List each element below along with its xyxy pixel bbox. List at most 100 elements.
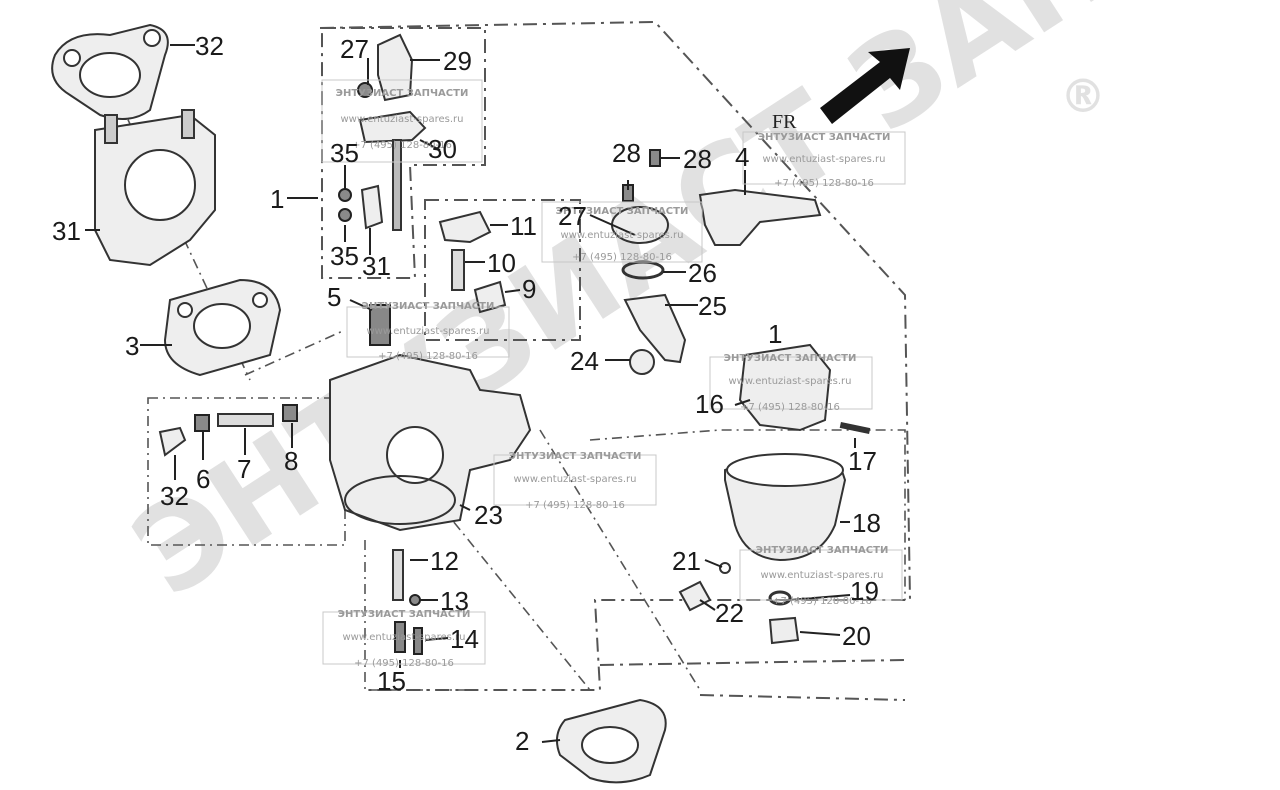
watermark-phone: +7 (495) 128-80-16 <box>740 402 840 413</box>
watermark-site: www.entuziast-spares.ru <box>728 376 851 387</box>
watermark-brand: ЭНТУЗИАСТ ЗАПЧАСТИ <box>509 451 642 462</box>
watermark-site: www.entuziast-spares.ru <box>760 570 883 581</box>
callout-1b: 1 <box>768 319 782 349</box>
callout-10: 10 <box>487 248 516 278</box>
callout-28b: 28 <box>612 138 641 168</box>
callout-28c: 28 <box>683 144 712 174</box>
watermark-phone: +7 (495) 128-80-16 <box>774 178 874 189</box>
watermark-box: ЭНТУЗИАСТ ЗАПЧАСТИ www.entuziast-spares.… <box>709 353 873 413</box>
callout-26: 26 <box>688 258 717 288</box>
body-bore <box>386 426 444 484</box>
screw-28c <box>649 149 661 167</box>
screw-35 <box>338 188 352 202</box>
callout-17: 17 <box>848 446 877 476</box>
callout-6: 6 <box>196 464 210 494</box>
watermark-site: www.entuziast-spares.ru <box>342 632 465 643</box>
callout-1: 1 <box>270 184 284 214</box>
jet-14a <box>394 621 406 653</box>
insulator-stud <box>104 114 118 144</box>
callout-24: 24 <box>570 346 599 376</box>
watermark-brand: ЭНТУЗИАСТ ЗАПЧАСТИ <box>336 88 469 99</box>
callout-11: 11 <box>510 211 537 241</box>
gasket-bore <box>193 303 251 349</box>
callout-30: 30 <box>428 134 457 164</box>
spring-6 <box>194 414 210 432</box>
callout-3: 3 <box>125 331 139 361</box>
choke-lever-29 <box>377 33 414 102</box>
leader-lines <box>85 44 856 743</box>
watermark-boxes: ЭНТУЗИАСТ ЗАПЧАСТИ www.entuziast-spares.… <box>321 79 906 669</box>
callout-16: 16 <box>695 389 724 419</box>
callout-23: 23 <box>474 500 503 530</box>
choke-plate-30 <box>358 110 427 144</box>
callouts: 32 31 3 1 27 29 30 35 35 31 31 11 10 9 5… <box>52 31 881 756</box>
watermark-phone: +7 (495) 128-80-16 <box>772 596 872 607</box>
callout-7: 7 <box>237 454 251 484</box>
direction-label: FR <box>772 111 797 133</box>
nut-24 <box>629 349 655 375</box>
outline-lower <box>364 540 470 691</box>
bolt-20 <box>768 616 800 645</box>
watermark-site: www.entuziast-spares.ru <box>762 154 885 165</box>
callout-33: 31 <box>52 216 81 246</box>
watermark-phone: +7 (495) 128-80-16 <box>354 658 454 669</box>
callout-21: 21 <box>672 546 701 576</box>
callout-4: 4 <box>735 142 749 172</box>
gasket-hole <box>143 29 161 47</box>
callout-8: 8 <box>284 446 298 476</box>
watermark-site: www.entuziast-spares.ru <box>560 230 683 241</box>
watermark-phone: +7 (495) 128-80-16 <box>572 252 672 263</box>
gasket-hole <box>177 302 193 318</box>
lever-4 <box>698 188 822 246</box>
outline-bottom-right <box>599 659 906 666</box>
watermark-brand: ЭНТУЗИАСТ ЗАПЧАСТИ <box>758 132 891 143</box>
watermark-brand: ЭНТУЗИАСТ ЗАПЧАСТИ <box>756 545 889 556</box>
watermark-box: ЭНТУЗИАСТ ЗАПЧАСТИ www.entuziast-spares.… <box>493 451 657 511</box>
valve-seat-11 <box>438 210 492 244</box>
choke-shaft <box>392 139 402 231</box>
insulator-bore <box>124 149 196 221</box>
callout-35: 35 <box>330 138 359 168</box>
callout-12: 12 <box>430 546 459 576</box>
gasket-hole <box>252 292 268 308</box>
watermark-site: www.entuziast-spares.ru <box>366 326 489 337</box>
pilot-screw-7 <box>217 413 274 427</box>
watermark-box: ЭНТУЗИАСТ ЗАПЧАСТИ www.entuziast-spares.… <box>739 545 903 607</box>
callout-29: 29 <box>443 46 472 76</box>
outline-float-valve <box>424 199 581 341</box>
spring-8 <box>282 404 298 422</box>
watermark-brand: ЭНТУЗИАСТ ЗАПЧАСТИ <box>724 353 857 364</box>
screw-28 <box>357 82 373 98</box>
throttle-lever-25 <box>623 293 687 364</box>
watermark-site: www.entuziast-spares.ru <box>513 474 636 485</box>
screw-35b <box>338 208 352 222</box>
gasket-bore <box>581 726 639 764</box>
watermark-box: ЭНТУЗИАСТ ЗАПЧАСТИ www.entuziast-spares.… <box>541 201 703 263</box>
axis-line-4 <box>244 329 346 376</box>
callout-34: 32 <box>195 31 224 61</box>
front-direction-indicator: FR <box>772 48 910 133</box>
watermark-brand: ЭНТУЗИАСТ ЗАПЧАСТИ <box>556 206 689 217</box>
background-watermark: ЭНТУЗИАСТ ЗАПЧАСТИ ® <box>110 0 1280 624</box>
insulator-stud <box>181 109 195 139</box>
gasket-hole <box>63 49 81 67</box>
callout-14: 14 <box>450 624 479 654</box>
callout-31-label: 31 <box>362 251 391 281</box>
callout-32-label: 32 <box>160 481 189 511</box>
watermark-phone: +7 (495) 128-80-16 <box>352 140 452 151</box>
outline-right <box>589 429 906 600</box>
drain-screw-22 <box>678 580 712 612</box>
watermark-brand: ЭНТУЗИАСТ ЗАПЧАСТИ <box>362 301 495 312</box>
clip-9 <box>473 280 507 314</box>
main-jet-5 <box>369 304 391 346</box>
callout-13: 13 <box>440 586 469 616</box>
needle-10 <box>451 249 465 291</box>
washer-21 <box>719 562 731 574</box>
axis-line-2 <box>539 429 701 691</box>
watermark-box: ЭНТУЗИАСТ ЗАПЧАСТИ www.entuziast-spares.… <box>322 609 486 669</box>
gasket-bore <box>79 52 141 98</box>
axis-line-3 <box>439 504 591 691</box>
bowl-rim <box>726 453 844 487</box>
callout-15: 15 <box>377 666 406 696</box>
assembly-outlines <box>99 20 912 701</box>
